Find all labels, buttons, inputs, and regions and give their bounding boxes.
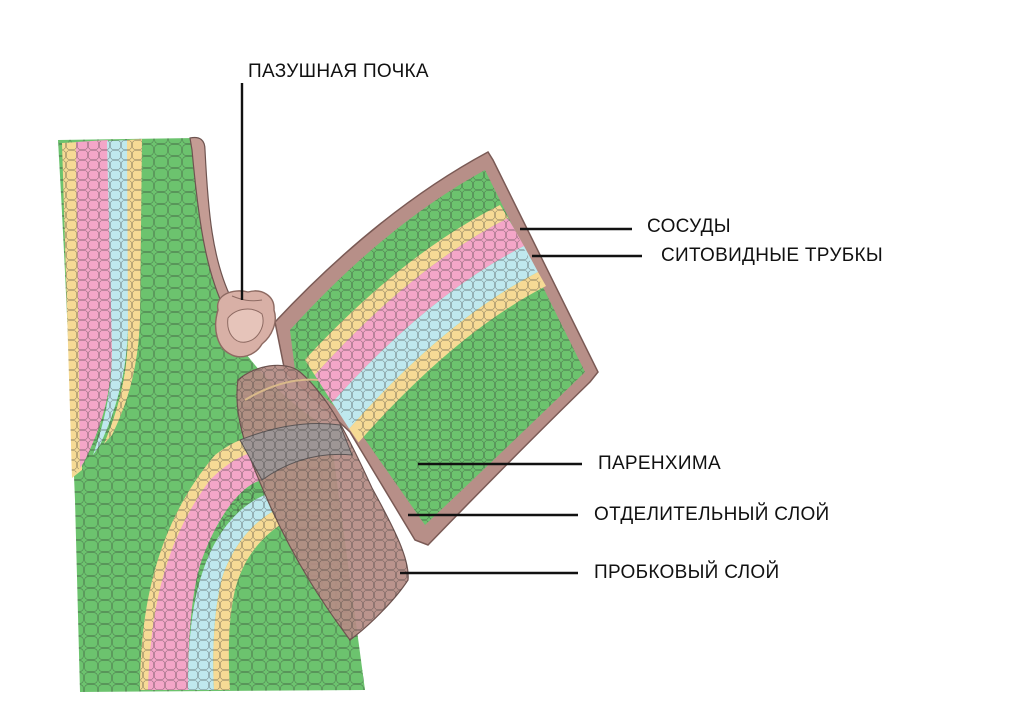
- abscission-zone: [236, 364, 409, 641]
- stem: [58, 136, 365, 692]
- leader-lines: [240, 83, 642, 575]
- stem-epidermis: [189, 136, 233, 312]
- vascular-trace: [244, 378, 319, 401]
- label-axillary-bud: ПАЗУШНАЯ ПОЧКА: [248, 61, 429, 82]
- label-cork-layer: ПРОБКОВЫЙ СЛОЙ: [594, 562, 780, 583]
- leaf-petiole: [274, 151, 599, 546]
- label-vessels: СОСУДЫ: [647, 216, 731, 237]
- label-sieve-tubes: СИТОВИДНЫЕ ТРУБКЫ: [661, 245, 883, 266]
- label-abscission-layer: ОТДЕЛИТЕЛЬНЫЙ СЛОЙ: [594, 504, 830, 525]
- axillary-bud: [214, 290, 276, 358]
- label-parenchyma: ПАРЕНХИМА: [598, 453, 721, 474]
